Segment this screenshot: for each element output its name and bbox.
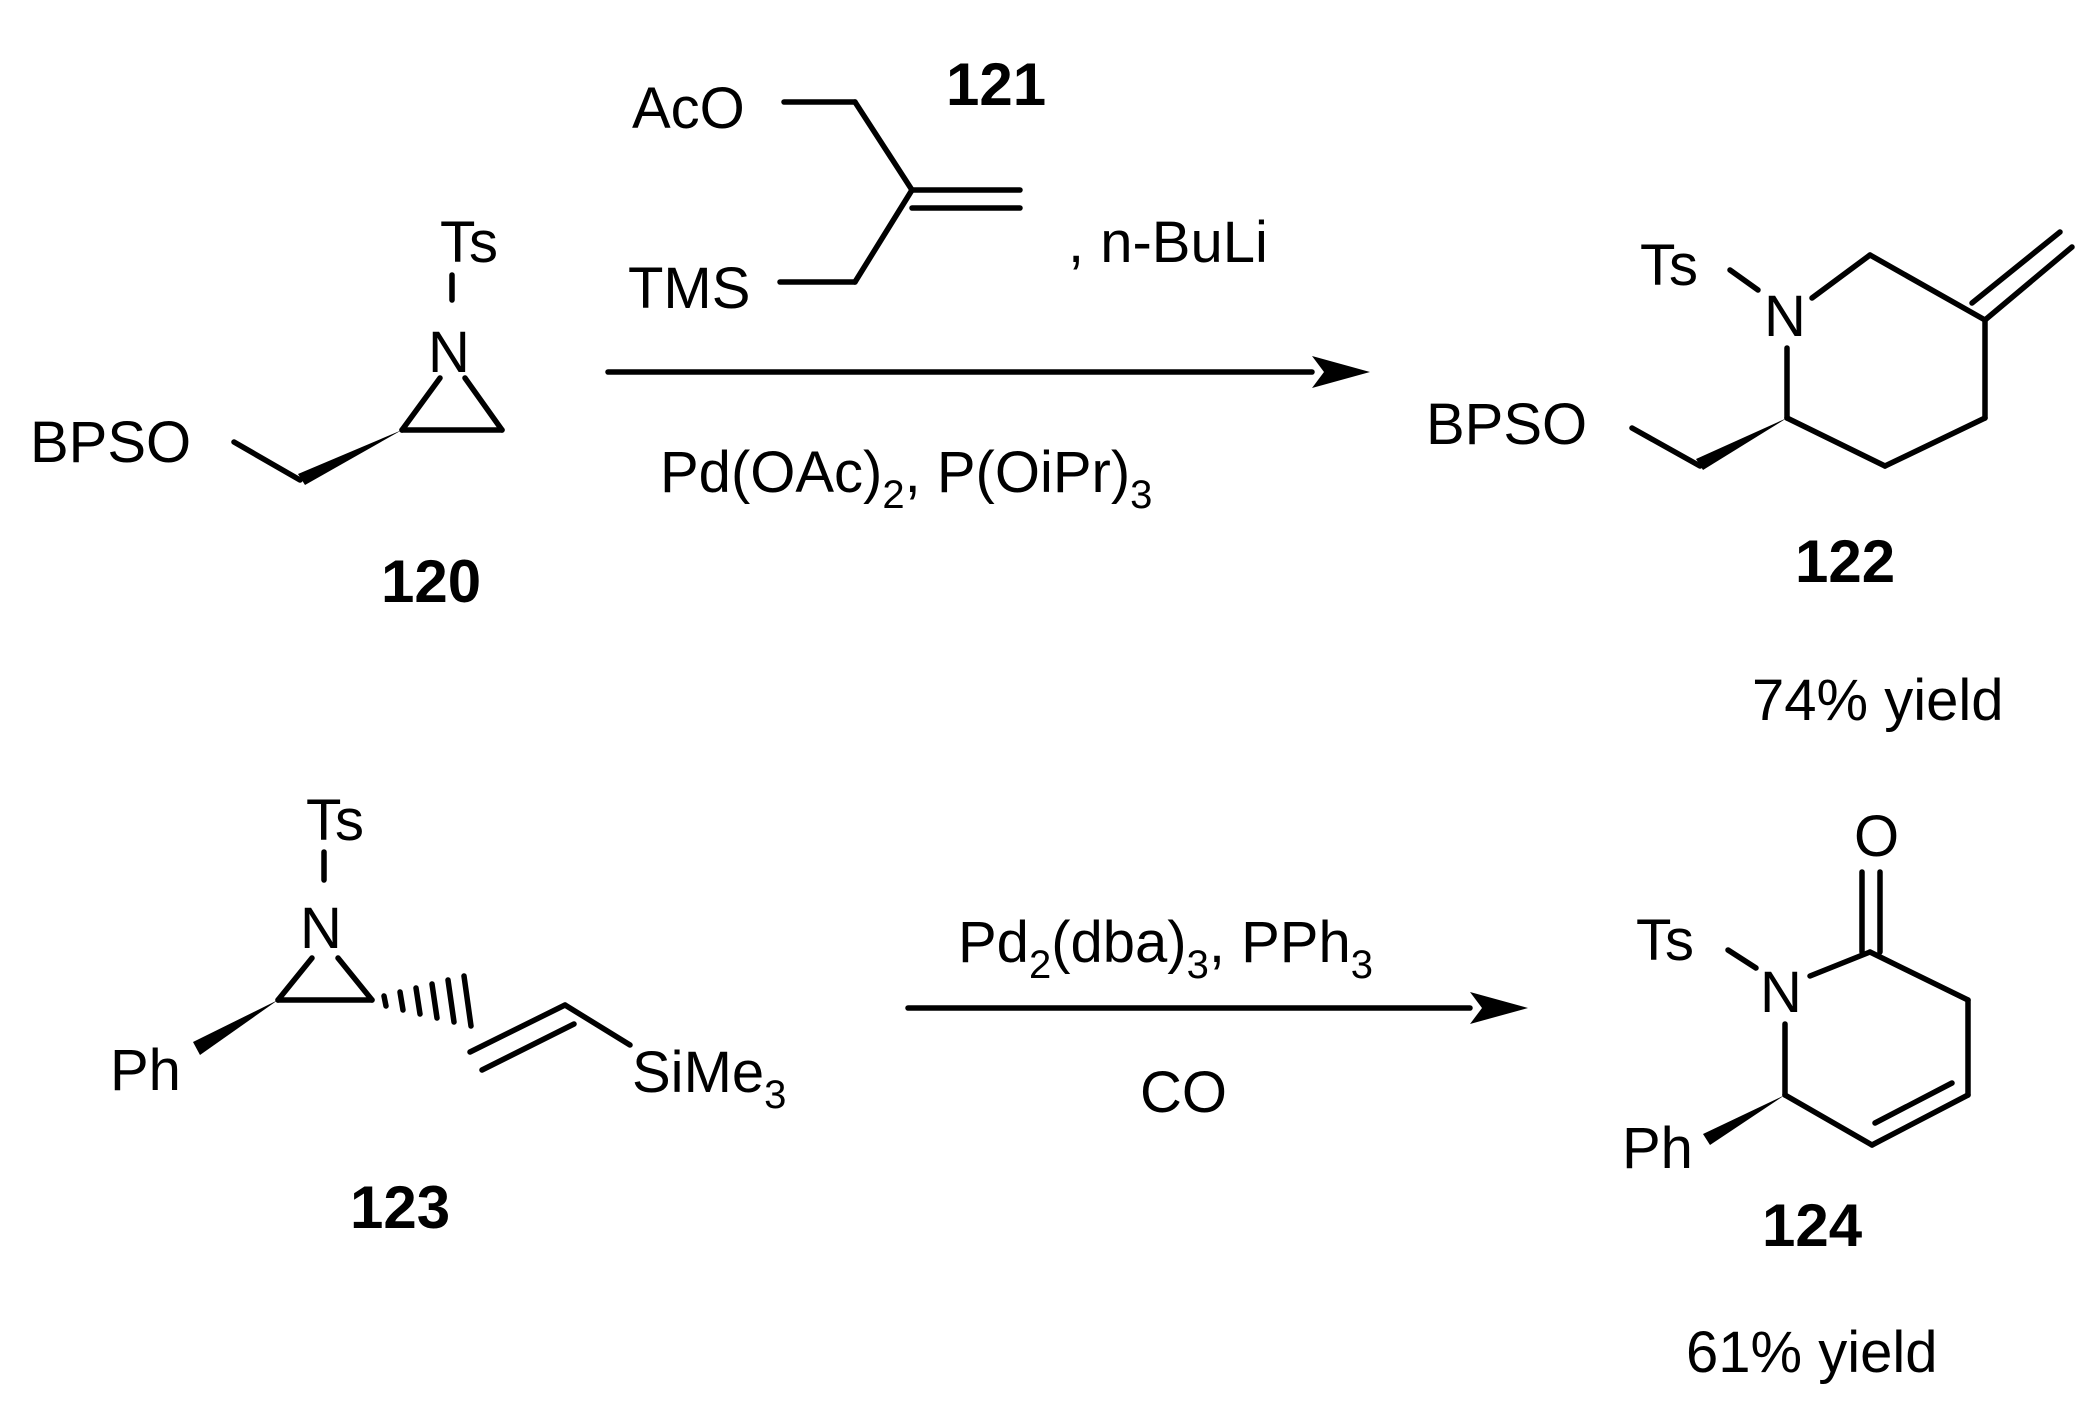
atom-label-n: N	[1764, 284, 1806, 349]
compound-number-124: 124	[1762, 1192, 1863, 1259]
bond-ch2-o	[1629, 425, 1703, 469]
atom-label-tms: TMS	[628, 256, 750, 321]
bond-n-c2	[275, 955, 315, 1003]
compound-number-121: 121	[946, 51, 1046, 118]
bond-exo-double-2	[1969, 229, 2063, 306]
yield-124: 61% yield	[1686, 1320, 1937, 1385]
compound-number-123: 123	[350, 1174, 450, 1241]
wedge-bond	[193, 1000, 278, 1055]
bond-vinyl-2	[479, 1021, 577, 1073]
bond-ts-n	[1727, 267, 1761, 293]
bond-c5-c6	[1784, 415, 1888, 469]
bond-n-c2	[1809, 252, 1873, 301]
compound-number-122: 122	[1795, 528, 1895, 595]
reagent-nbuli: , n-BuLi	[1068, 210, 1268, 275]
atom-label-n: N	[428, 320, 470, 385]
bond-exo-double-1	[1982, 244, 2075, 323]
bond-c-si	[562, 1002, 633, 1048]
compound-120-structure: Ts N BPSO	[30, 210, 505, 485]
wedge-bond	[1696, 418, 1787, 470]
atom-label-ph: Ph	[1622, 1116, 1693, 1181]
atom-label-ts: Ts	[1640, 233, 1698, 298]
bond-c4-c5	[1869, 1092, 1971, 1148]
bond-co-c3	[1867, 949, 1971, 1003]
atom-label-aco: AcO	[632, 76, 745, 141]
atom-label-o: O	[1854, 804, 1899, 869]
arrowhead-1	[1312, 356, 1370, 388]
bond-n-c2	[399, 375, 443, 433]
compound-number-120: 120	[381, 548, 481, 615]
compound-121-structure: AcO TMS	[628, 76, 1023, 321]
wedge-bond	[1703, 1095, 1785, 1145]
bond-c2-c3	[1867, 252, 1988, 323]
compound-123-structure: Ts N Ph SiMe3	[110, 788, 786, 1117]
bond-n-c3	[462, 375, 505, 433]
atom-label-ts: Ts	[440, 210, 498, 275]
compound-124-structure: O Ts N Ph	[1622, 804, 1971, 1181]
yield-122: 74% yield	[1752, 668, 2003, 733]
bond-c5-c6	[1782, 1092, 1875, 1148]
conditions-pd2dba3: Pd2(dba)3, PPh3	[958, 910, 1373, 987]
atom-label-sime3: SiMe3	[632, 1040, 786, 1117]
conditions-co: CO	[1140, 1060, 1227, 1125]
bond-ch2-c	[852, 99, 915, 193]
bond-vinyl-1	[467, 1002, 568, 1055]
atom-label-bpso: BPSO	[30, 410, 191, 475]
bond-c4-c5-inner	[1872, 1080, 1955, 1126]
atom-label-ph: Ph	[110, 1038, 181, 1103]
atom-label-bpso: BPSO	[1426, 392, 1587, 457]
bond-ts-n	[1725, 947, 1759, 971]
wedge-bond	[298, 430, 402, 485]
arrowhead-2	[1470, 992, 1528, 1024]
atom-label-n: N	[300, 896, 342, 961]
bond-c-ch2b	[852, 187, 915, 285]
atom-label-ts: Ts	[306, 788, 364, 853]
conditions-pd-oac: Pd(OAc)2, P(OiPr)3	[660, 440, 1152, 517]
hash-bond	[381, 973, 474, 1029]
bond-n-c3	[335, 955, 375, 1003]
bond-c4-c5	[1882, 415, 1988, 469]
atom-label-ts: Ts	[1636, 908, 1694, 973]
bond-ch2-o	[231, 439, 303, 483]
compound-122-structure: Ts N BPSO	[1426, 229, 2075, 470]
atom-label-n: N	[1760, 960, 1802, 1025]
bond-n-co	[1807, 949, 1873, 979]
